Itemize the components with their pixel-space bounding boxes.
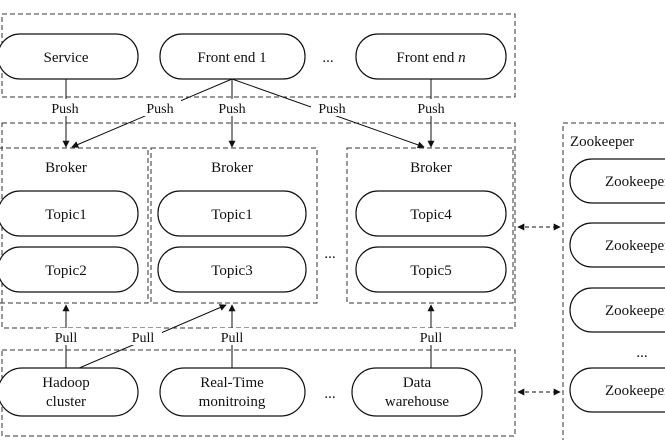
broker-1-topic-1-node [0, 190, 139, 237]
push-label-frontend1-right: Push [318, 102, 345, 117]
broker-box-3 [346, 147, 514, 304]
push-label-frontendn: Push [417, 102, 444, 117]
warehouse-node [351, 367, 483, 417]
warehouse-label-line1: Data [403, 375, 432, 391]
frontend-n-italic: n [458, 50, 466, 66]
broker-1-label: Broker [45, 160, 87, 176]
frontend-1-label: Front end 1 [197, 50, 266, 66]
hadoop-label-line2: cluster [46, 394, 86, 410]
broker-3-label: Broker [410, 160, 452, 176]
zookeeper-group-label: Zookeeper [570, 134, 634, 150]
zookeeper-node-2 [569, 222, 665, 268]
zookeeper-node-3 [569, 287, 665, 333]
broker-3-topic-1-node [355, 190, 507, 237]
broker-1-topic-2-node [0, 246, 139, 293]
realtime-label-line1: Real-Time [200, 375, 264, 391]
broker-2-topic-1-node [157, 190, 307, 237]
pull-label-realtime: Pull [221, 331, 244, 346]
realtime-label-line2: monitroing [199, 394, 266, 410]
frontend-n-prefix: Front end [396, 50, 458, 66]
broker-cluster-group [1, 122, 516, 329]
zookeeper-node-4 [569, 367, 665, 413]
broker-3-topic-1-label: Topic4 [410, 207, 452, 223]
broker-2-label: Broker [211, 160, 253, 176]
producer-ellipsis: ... [322, 50, 333, 66]
pull-label-warehouse: Pull [420, 331, 443, 346]
zookeeper-node-3-label: Zookeeper [605, 303, 665, 319]
broker-box-1 [0, 147, 149, 304]
service-node [0, 33, 139, 80]
realtime-node [159, 367, 306, 417]
broker-box-2 [150, 147, 318, 304]
zookeeper-group [562, 122, 665, 440]
broker-2-topic-2-node [157, 246, 307, 293]
broker-ellipsis: ... [324, 246, 335, 262]
zookeeper-node-4-label: Zookeeper [605, 383, 665, 399]
warehouse-label-line2: warehouse [385, 394, 449, 410]
zookeeper-node-1 [569, 158, 665, 204]
broker-3-topic-2-node [355, 246, 507, 293]
pull-label-hadoop: Pull [55, 331, 78, 346]
frontend-n-label: Front end n [396, 50, 465, 66]
push-label-service: Push [51, 102, 78, 117]
zookeeper-ellipsis: ... [636, 345, 647, 361]
consumer-ellipsis: ... [324, 386, 335, 402]
push-label-frontend1-left: Push [146, 102, 173, 117]
broker-1-topic-2-label: Topic2 [45, 263, 86, 279]
producer-group [1, 13, 516, 98]
hadoop-label-line1: Hadoop [42, 375, 90, 391]
broker-3-topic-2-label: Topic5 [410, 263, 451, 279]
push-label-frontend1-center: Push [218, 102, 245, 117]
zookeeper-node-1-label: Zookeeper [605, 174, 665, 190]
broker-2-topic-1-label: Topic1 [211, 207, 252, 223]
service-label: Service [44, 50, 89, 66]
broker-1-topic-1-label: Topic1 [45, 207, 86, 223]
broker-2-topic-2-label: Topic3 [211, 263, 252, 279]
pull-label-hadoop-cross: Pull [132, 331, 155, 346]
hadoop-node [0, 367, 139, 417]
zookeeper-node-2-label: Zookeeper [605, 238, 665, 254]
